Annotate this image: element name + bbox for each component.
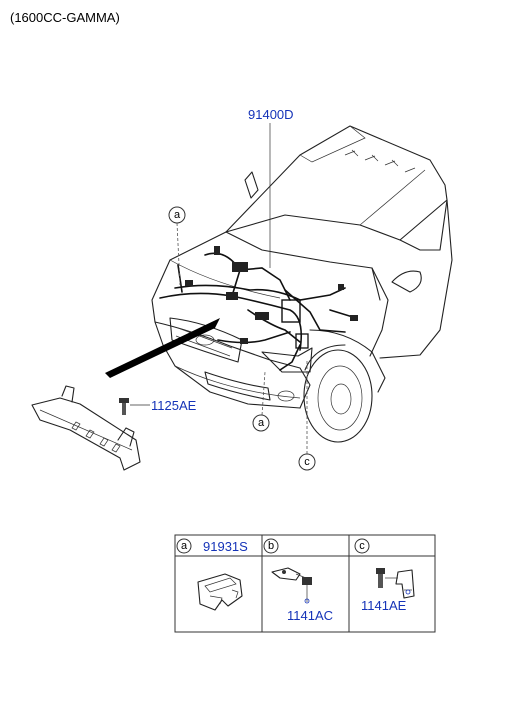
marker-a-lower	[252, 414, 270, 432]
table-col-c-marker	[354, 538, 370, 554]
table-col-b-part: 1141AC	[287, 608, 333, 623]
table-col-c-letter: c	[359, 540, 365, 552]
clip-91931s-drawing	[197, 573, 243, 611]
marker-c-label: c	[304, 456, 310, 468]
marker-a-upper	[168, 206, 186, 224]
marker-a-upper-label: a	[174, 209, 181, 221]
table-col-a-part: 91931S	[203, 539, 248, 554]
marker-c	[298, 453, 316, 471]
bolt-1125ae	[119, 398, 150, 415]
harness-wires	[159, 246, 358, 371]
engine-label: (1600CC-GAMMA)	[10, 10, 120, 25]
sweep-arrow	[105, 318, 220, 378]
callout-1125ae: 1125AE	[151, 398, 197, 413]
table-col-b-marker	[263, 538, 279, 554]
table-col-a-marker	[176, 538, 192, 554]
marker-a-lower-label: a	[258, 417, 265, 429]
bolt-1141ac-drawing	[271, 567, 312, 604]
table-col-c-part: 1141AE	[361, 598, 407, 613]
lower-bracket-part	[31, 385, 141, 471]
bolt-1141ae-drawing	[376, 568, 415, 599]
leader-a-lower	[261, 371, 266, 416]
parts-table	[174, 534, 436, 633]
leader-a-upper	[176, 222, 181, 286]
table-col-a-letter: a	[181, 540, 188, 552]
car-illustration	[151, 125, 453, 443]
table-col-b-letter: b	[268, 540, 274, 552]
callout-91400d: 91400D	[248, 107, 294, 122]
